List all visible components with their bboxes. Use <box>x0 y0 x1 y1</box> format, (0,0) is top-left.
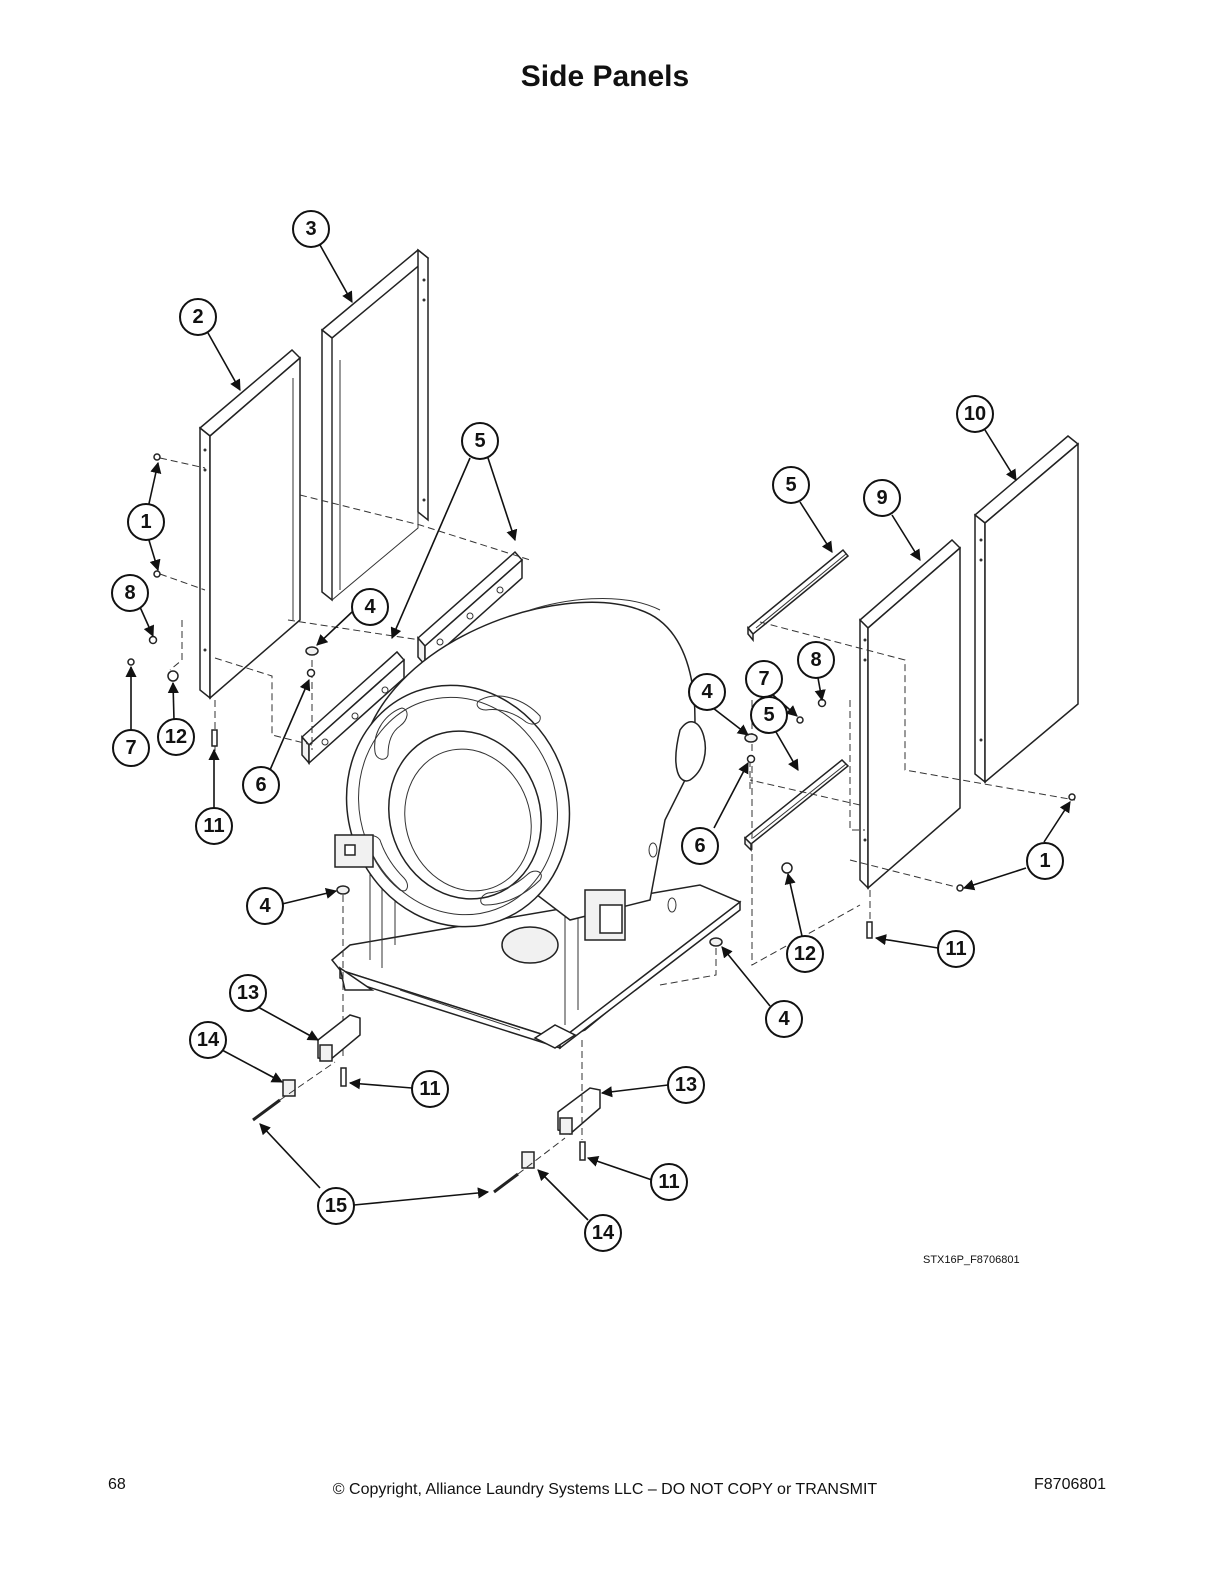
right-hardware <box>744 698 1076 939</box>
callout-5-right-lower: 5 <box>750 696 788 734</box>
callout-4-right: 4 <box>688 673 726 711</box>
leader-lines <box>125 244 1071 1221</box>
washer-drum-assembly <box>330 597 742 1050</box>
callout-11-right: 11 <box>937 930 975 968</box>
callout-4-center-left: 4 <box>246 887 284 925</box>
svg-text:5: 5 <box>763 704 774 726</box>
svg-text:7: 7 <box>758 668 769 690</box>
svg-text:8: 8 <box>124 582 135 604</box>
svg-text:11: 11 <box>419 1078 440 1100</box>
callout-14-left: 14 <box>189 1021 227 1059</box>
callout-6-right: 6 <box>681 827 719 865</box>
svg-text:12: 12 <box>165 726 187 748</box>
callout-8-right: 8 <box>797 641 835 679</box>
svg-text:13: 13 <box>237 982 259 1004</box>
left-upper-bracket <box>416 550 524 667</box>
callout-3: 3 <box>292 210 330 248</box>
document-number: F8706801 <box>1034 1476 1107 1493</box>
copyright-notice: © Copyright, Alliance Laundry Systems LL… <box>332 1481 878 1498</box>
callout-7-right: 7 <box>745 660 783 698</box>
callout-12-right: 12 <box>786 935 824 973</box>
right-upper-bracket <box>746 548 850 643</box>
svg-text:11: 11 <box>658 1171 679 1193</box>
callout-5-right-top: 5 <box>772 466 810 504</box>
svg-text:1: 1 <box>140 511 151 533</box>
svg-text:2: 2 <box>192 306 203 328</box>
callout-11-bottom-right: 11 <box>650 1163 688 1201</box>
center-hardware <box>252 885 723 1194</box>
svg-text:3: 3 <box>305 218 316 240</box>
callout-9: 9 <box>863 479 901 517</box>
right-rear-side-panel <box>973 435 1080 784</box>
svg-text:14: 14 <box>592 1222 615 1244</box>
svg-text:5: 5 <box>785 474 796 496</box>
callout-5-left: 5 <box>461 422 499 460</box>
left-rear-side-panel <box>320 248 430 602</box>
svg-text:7: 7 <box>125 737 136 759</box>
callout-7-left: 7 <box>112 729 150 767</box>
svg-text:4: 4 <box>778 1008 790 1030</box>
svg-text:6: 6 <box>255 774 266 796</box>
svg-text:1: 1 <box>1039 850 1050 872</box>
svg-text:4: 4 <box>364 596 376 618</box>
svg-text:5: 5 <box>474 430 485 452</box>
callout-13-left: 13 <box>229 974 267 1012</box>
svg-text:6: 6 <box>694 835 705 857</box>
figure-id: STX16P_F8706801 <box>923 1254 1020 1266</box>
svg-text:11: 11 <box>203 815 224 837</box>
left-hardware <box>127 453 319 747</box>
svg-text:4: 4 <box>259 895 271 917</box>
callout-12-left: 12 <box>157 718 195 756</box>
svg-text:14: 14 <box>197 1029 220 1051</box>
callout-13-right: 13 <box>667 1066 705 1104</box>
callout-10: 10 <box>956 395 994 433</box>
left-front-side-panel <box>198 348 302 700</box>
page-title: Side Panels <box>520 60 690 93</box>
callout-11-left: 11 <box>195 807 233 845</box>
callout-1-left: 1 <box>127 503 165 541</box>
callout-2: 2 <box>179 298 217 336</box>
svg-text:4: 4 <box>701 681 713 703</box>
svg-text:9: 9 <box>876 487 887 509</box>
page-number: 68 <box>108 1476 126 1493</box>
right-lower-bracket <box>743 758 850 852</box>
svg-text:8: 8 <box>810 649 821 671</box>
svg-text:10: 10 <box>964 403 986 425</box>
svg-text:11: 11 <box>945 938 966 960</box>
right-front-side-panel <box>858 538 962 890</box>
callout-6-left: 6 <box>242 766 280 804</box>
callout-11-bottom-left: 11 <box>411 1070 449 1108</box>
callout-15: 15 <box>317 1187 355 1225</box>
left-lower-bracket <box>300 650 406 765</box>
callout-8-left: 8 <box>111 574 149 612</box>
callout-4-left: 4 <box>351 588 389 626</box>
svg-text:12: 12 <box>794 943 816 965</box>
callout-1-right: 1 <box>1026 842 1064 880</box>
svg-text:13: 13 <box>675 1074 697 1096</box>
callout-14-right: 14 <box>584 1214 622 1252</box>
callout-4-center-right: 4 <box>765 1000 803 1038</box>
svg-text:15: 15 <box>325 1195 347 1217</box>
